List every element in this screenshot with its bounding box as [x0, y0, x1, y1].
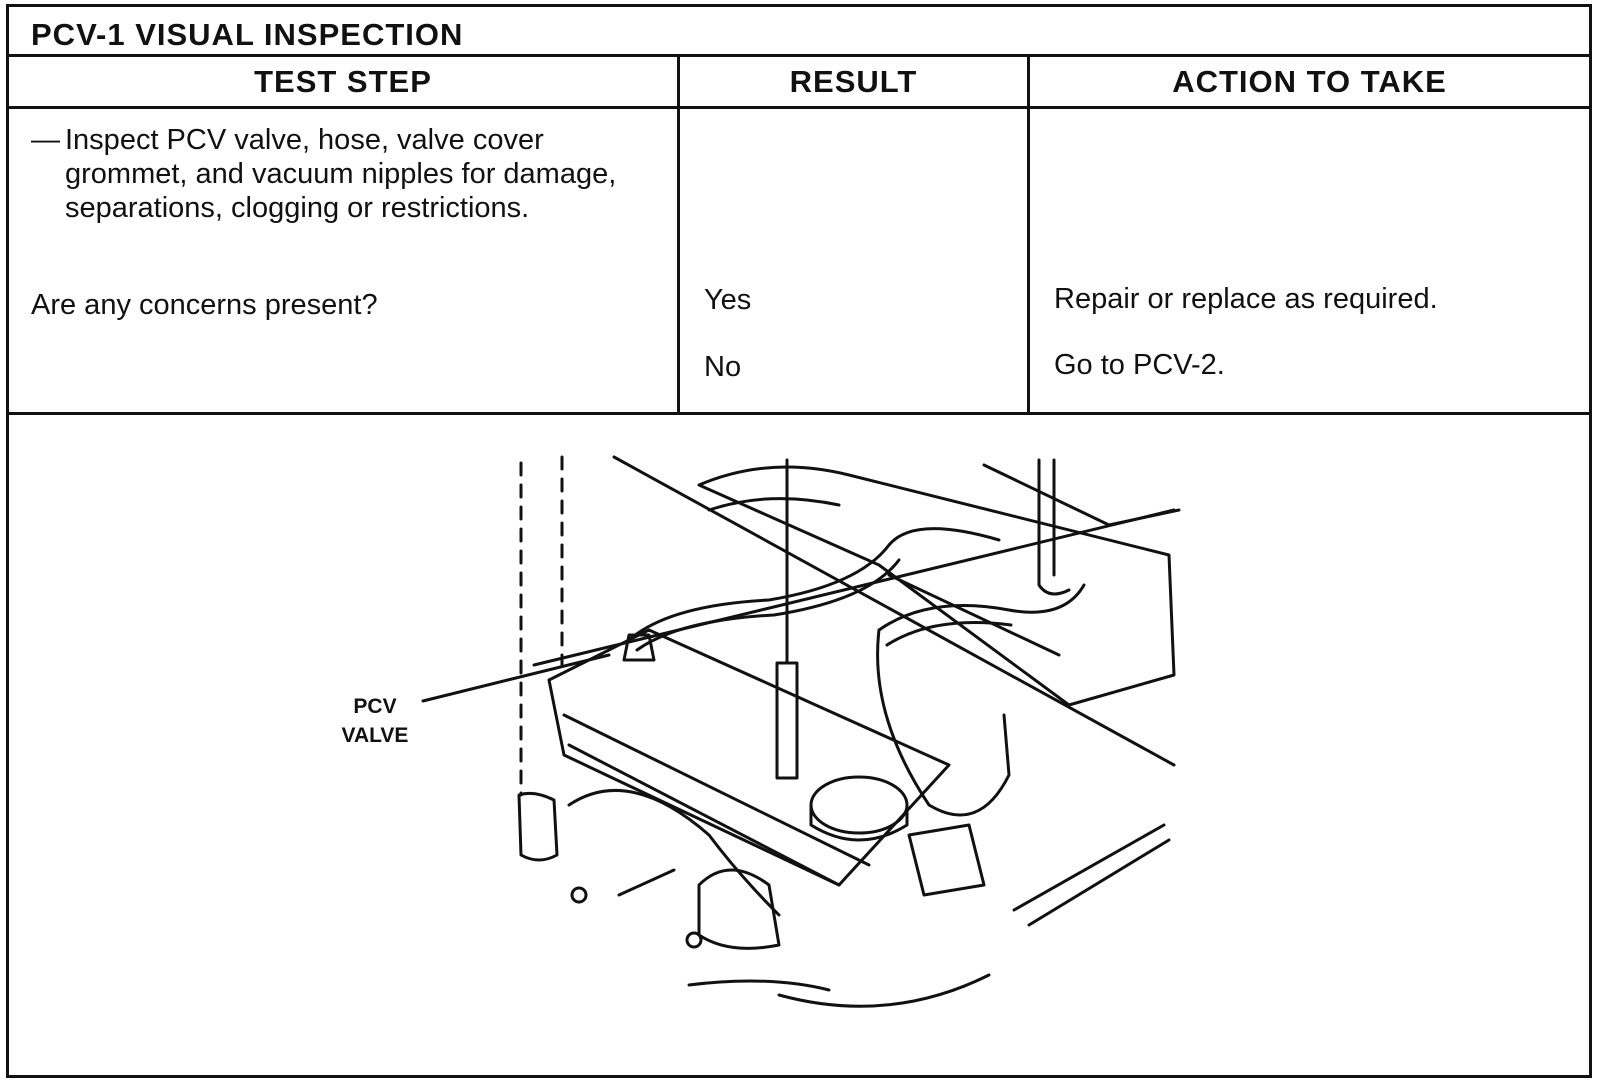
- test-step-cell: — Inspect PCV valve, hose, valve cover g…: [9, 109, 677, 412]
- title-bar: PCV-1 VISUAL INSPECTION: [9, 7, 1589, 57]
- callout-line-1: PCV: [353, 695, 397, 718]
- pcv-valve-callout: PCV VALVE: [327, 692, 423, 750]
- action-cell: Repair or replace as required. Go to PCV…: [1027, 109, 1589, 412]
- test-step-question: Are any concerns present?: [31, 289, 378, 321]
- page-title: PCV-1 VISUAL INSPECTION: [31, 17, 464, 52]
- inspection-sheet: PCV-1 VISUAL INSPECTION TEST STEP RESULT…: [6, 4, 1592, 1078]
- action-yes: Repair or replace as required.: [1054, 283, 1438, 315]
- action-no: Go to PCV-2.: [1054, 349, 1225, 381]
- instruction-text: Inspect PCV valve, hose, valve cover gro…: [65, 124, 617, 224]
- result-yes: Yes: [704, 284, 752, 316]
- result-cell: Yes No: [677, 109, 1027, 412]
- column-header-test-step: TEST STEP: [9, 57, 677, 109]
- instruction-dash: —: [31, 124, 60, 156]
- column-header-result: RESULT: [677, 57, 1027, 109]
- engine-line-drawing: [421, 455, 1181, 1008]
- callout-line-2: VALVE: [341, 724, 409, 747]
- result-no: No: [704, 351, 742, 383]
- test-step-instruction: — Inspect PCV valve, hose, valve cover g…: [31, 123, 671, 225]
- engine-illustration: PCV VALVE: [9, 412, 1589, 1075]
- column-header-action: ACTION TO TAKE: [1027, 57, 1589, 109]
